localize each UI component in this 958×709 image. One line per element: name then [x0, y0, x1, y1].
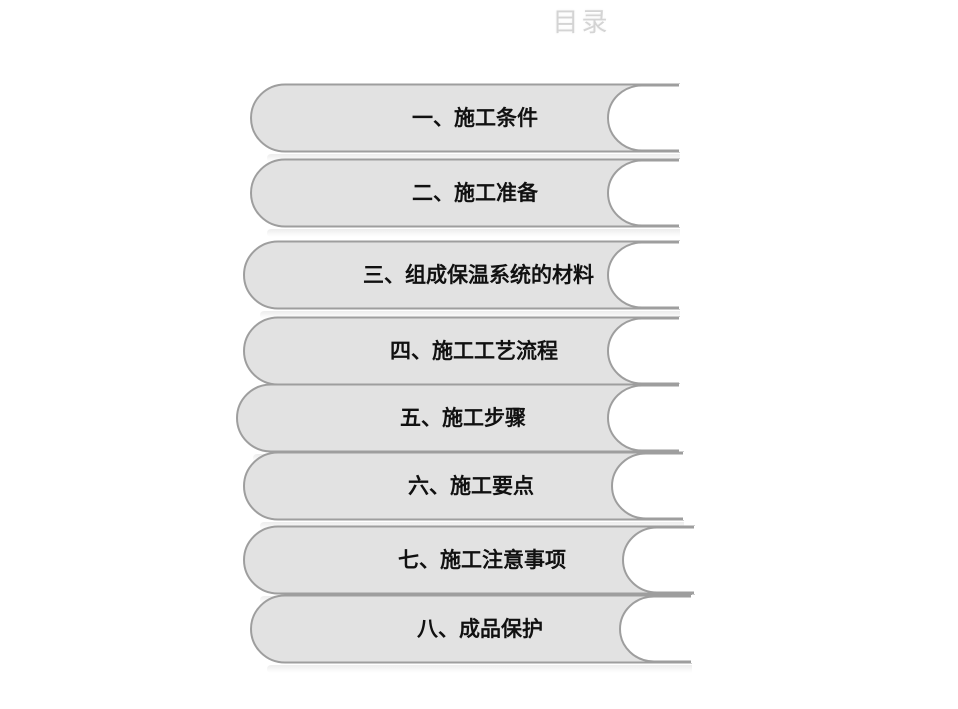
- tab-body: [243, 316, 680, 386]
- toc-item-label: 八、成品保护: [417, 616, 543, 641]
- tab-edge-cover: [691, 595, 695, 663]
- tab-edge-cover: [679, 317, 683, 385]
- tab-notch: [607, 241, 682, 309]
- tab-body: [250, 83, 680, 153]
- tab-shape: [243, 525, 698, 595]
- toc-item-label: 二、施工准备: [412, 180, 538, 205]
- tab-edge-cover: [694, 526, 698, 594]
- tab-shape: [243, 240, 683, 310]
- toc-item-2[interactable]: 二、施工准备: [250, 158, 683, 237]
- tab-shape: [250, 158, 683, 228]
- toc-item-8[interactable]: 八、成品保护: [250, 594, 695, 673]
- tab-edge-cover: [679, 241, 683, 309]
- tab-body: [243, 451, 684, 521]
- tab-edge-cover: [679, 384, 683, 452]
- tab-notch: [607, 84, 682, 152]
- tab-notch: [607, 317, 682, 385]
- toc-item-7[interactable]: 七、施工注意事项: [243, 525, 698, 604]
- tab-shadow: [267, 229, 680, 237]
- toc-item-label: 四、施工工艺流程: [390, 338, 558, 363]
- toc-item-1[interactable]: 一、施工条件: [250, 83, 683, 162]
- tab-notch: [607, 159, 682, 227]
- tab-notch: [619, 595, 694, 663]
- tab-body: [250, 158, 680, 228]
- toc-item-label: 六、施工要点: [408, 473, 534, 498]
- toc-item-label: 五、施工步骤: [400, 405, 526, 430]
- tab-body: [243, 525, 695, 595]
- tab-edge-cover: [683, 452, 687, 520]
- toc-item-3[interactable]: 三、组成保温系统的材料: [243, 240, 683, 319]
- tab-notch: [611, 452, 686, 520]
- toc-item-label: 一、施工条件: [412, 105, 538, 130]
- toc-item-4[interactable]: 四、施工工艺流程: [243, 316, 683, 395]
- tab-shape: [243, 451, 687, 521]
- tab-notch: [607, 384, 682, 452]
- tab-shape: [243, 316, 683, 386]
- toc-item-6[interactable]: 六、施工要点: [243, 451, 687, 530]
- toc-item-label: 七、施工注意事项: [398, 547, 566, 572]
- tab-shape: [236, 383, 683, 453]
- tab-body: [243, 240, 680, 310]
- tab-body: [250, 594, 692, 664]
- tab-shadow: [267, 665, 692, 673]
- toc-item-5[interactable]: 五、施工步骤: [236, 383, 683, 462]
- tab-edge-cover: [679, 159, 683, 227]
- tab-notch: [622, 526, 697, 594]
- tab-shape: [250, 83, 683, 153]
- tab-body: [236, 383, 680, 453]
- tab-edge-cover: [679, 84, 683, 152]
- tab-shape: [250, 594, 695, 664]
- toc-item-label: 三、组成保温系统的材料: [363, 262, 594, 287]
- tab-shadow: [260, 311, 680, 319]
- tab-shadow: [267, 154, 680, 162]
- page-title: 目录: [552, 8, 611, 38]
